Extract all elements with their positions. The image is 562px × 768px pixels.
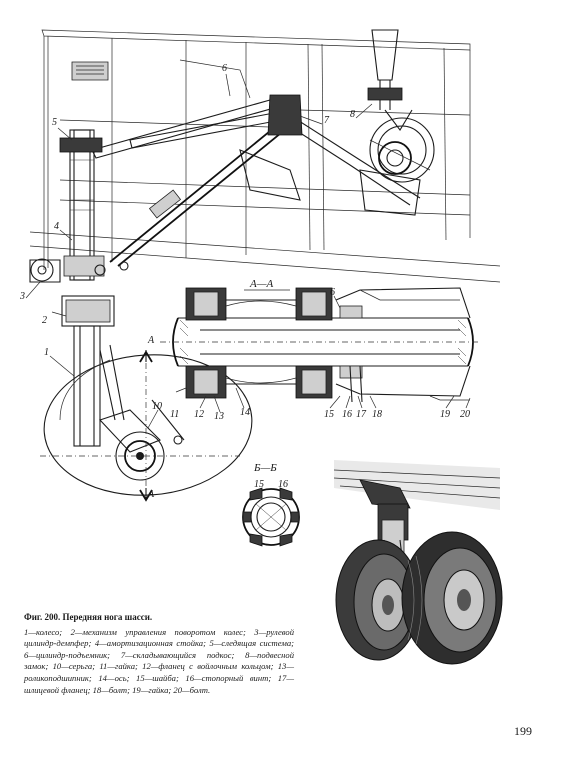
callout-label: А — [148, 335, 155, 346]
page-number: 199 — [514, 724, 532, 738]
callout-label: 4 — [54, 221, 59, 232]
section-aa-callout: 6 — [330, 287, 335, 298]
retraction-linkage — [71, 59, 421, 267]
section-aa-callout: 17 — [356, 409, 366, 420]
callout-label: 2 — [42, 315, 47, 326]
figure-caption: Фиг. 200. Передняя нога шасси. 1—колесо;… — [24, 612, 294, 696]
section-aa-title: А—А — [250, 278, 274, 290]
section-aa-callout: 19 — [440, 409, 450, 420]
callout-label: 1 — [44, 347, 49, 358]
shock-strut — [29, 129, 129, 447]
callout-label: А — [148, 489, 155, 500]
section-bb-title: Б—Б — [254, 462, 277, 474]
fuselage-frame — [29, 29, 501, 283]
caption-legend: 1—колесо; 2—механизм управления поворото… — [24, 626, 294, 695]
section-aa — [160, 287, 480, 403]
section-aa-callout: 13 — [214, 411, 224, 422]
section-aa-callout: 11 — [170, 409, 180, 420]
section-aa-callout: 12 — [194, 409, 204, 420]
section-bb — [242, 487, 300, 547]
landing-gear-photo — [333, 460, 503, 665]
section-aa-callout: 18 — [372, 409, 382, 420]
callout-label: 5 — [52, 117, 57, 128]
uplock-assembly — [367, 29, 435, 183]
callout-label: 8 — [350, 109, 355, 120]
section-aa-callout: 14 — [240, 407, 250, 418]
caption-title: Фиг. 200. Передняя нога шасси. — [24, 612, 153, 622]
section-bb-callout: 16 — [278, 479, 288, 490]
callout-label: 3 — [20, 291, 25, 302]
section-aa-callout: 16 — [342, 409, 352, 420]
section-bb-callout: 15 — [254, 479, 264, 490]
nose-wheel — [40, 344, 253, 502]
callout-label: 10 — [152, 401, 162, 412]
callout-label: 7 — [324, 115, 329, 126]
leader-lines — [25, 73, 471, 429]
section-aa-callout: 15 — [324, 409, 334, 420]
callout-label: 6 — [222, 63, 227, 74]
section-aa-callout: 20 — [460, 409, 470, 420]
